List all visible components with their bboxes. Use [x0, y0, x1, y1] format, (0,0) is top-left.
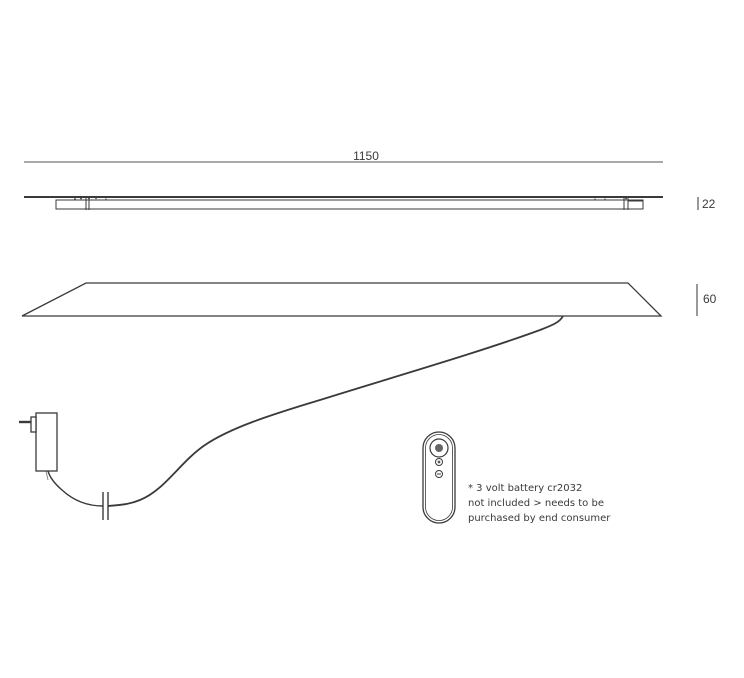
battery-note: * 3 volt battery cr2032 not included > n…: [468, 481, 610, 526]
battery-note-line-1: * 3 volt battery cr2032: [468, 483, 583, 494]
thickness-dimension-label: 22: [702, 197, 716, 211]
top-view-panel: [24, 196, 663, 210]
battery-note-line-2: not included > needs to be: [468, 498, 604, 509]
power-cable-lead: [47, 470, 104, 507]
battery-note-line-3: purchased by end consumer: [468, 513, 611, 524]
power-cable: [107, 315, 564, 507]
power-adapter-icon: [19, 412, 58, 472]
height-dimension-label: 60: [703, 292, 717, 306]
remote-plus-button: [435, 458, 443, 466]
side-view-panel: [21, 282, 663, 317]
cable-break-mark: [102, 492, 109, 520]
cable-strain-relief: [45, 470, 49, 481]
remote-power-button: [429, 438, 449, 458]
remote-minus-button: [435, 470, 443, 478]
remote-control-icon: [422, 431, 456, 524]
length-dimension-label: 1150: [353, 149, 379, 163]
